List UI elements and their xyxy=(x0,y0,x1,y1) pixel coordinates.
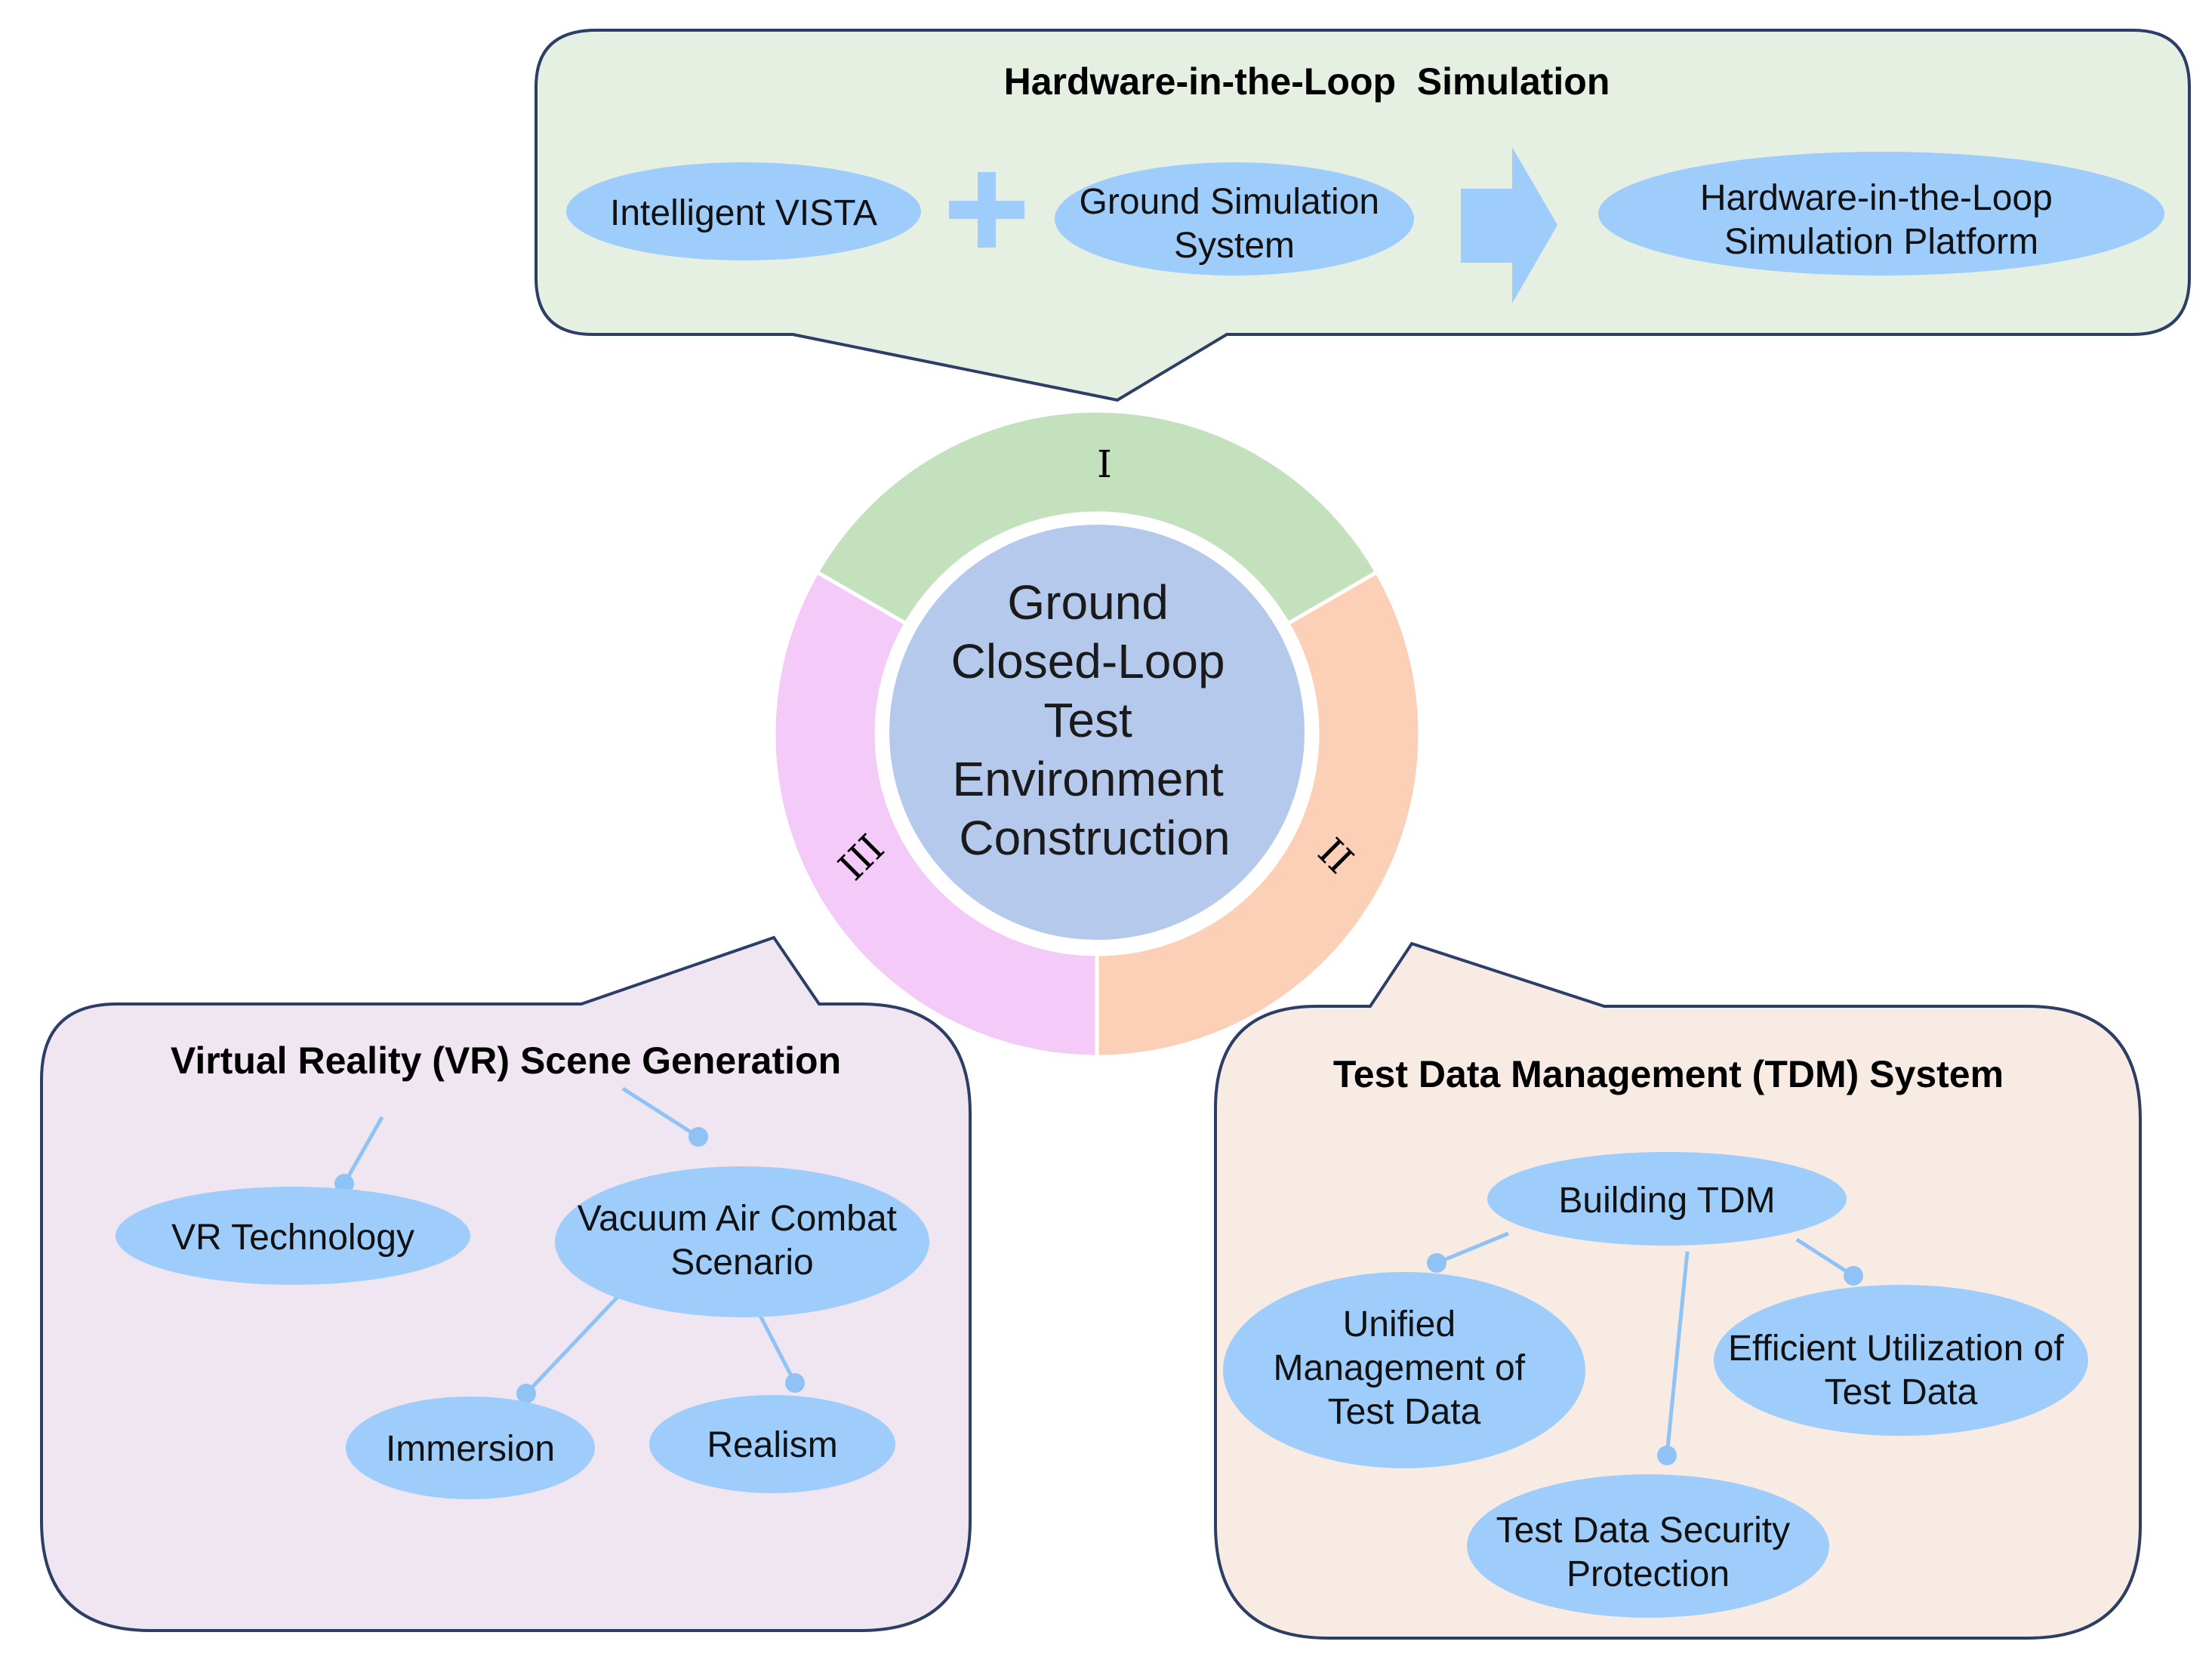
tdm-node-efficient-label: Efficient Utilization of Test Data xyxy=(1728,1329,2074,1412)
tdm-node-unified-line-2: Management of xyxy=(1274,1348,1526,1388)
connector-dot xyxy=(1844,1266,1863,1286)
connector-scenario-realism xyxy=(757,1313,797,1384)
tdm-node-unified-label: Unified Management of Test Data xyxy=(1274,1304,1536,1432)
connector-dot xyxy=(1427,1253,1446,1273)
tdm-node-efficient xyxy=(1714,1285,2088,1436)
hil-node-platform-line-2: Simulation Platform xyxy=(1724,222,2038,262)
vr-node-technology-label: VR Technology xyxy=(171,1218,414,1258)
ring-segment-2 xyxy=(1095,569,1422,1059)
tdm-node-building-label: Building TDM xyxy=(1558,1181,1775,1221)
connector-dot xyxy=(785,1373,805,1393)
hil-node-ground-simulation-line-1: Ground Simulation xyxy=(1080,182,1380,222)
right-arrow-icon xyxy=(1461,147,1557,303)
vr-node-realism xyxy=(649,1395,895,1493)
hil-panel: Hardware-in-the-Loop Simulation Intellig… xyxy=(535,29,2191,402)
vr-node-realism-label: Realism xyxy=(707,1425,837,1465)
vr-node-immersion-label: Immersion xyxy=(386,1429,555,1469)
plus-icon xyxy=(949,172,1024,248)
tdm-connectors xyxy=(1427,1231,1863,1465)
connector-building-unified xyxy=(1436,1231,1509,1265)
connector-building-security xyxy=(1665,1251,1690,1456)
center-label: Ground Closed-Loop Test Environment Cons… xyxy=(951,575,1239,865)
hil-node-intelligent-vista xyxy=(566,162,921,260)
vr-title: Virtual Reality (VR) Scene Generation xyxy=(171,1039,841,1082)
connector-dot xyxy=(689,1127,708,1147)
center-line-1: Ground xyxy=(1007,575,1168,630)
ring-label-1: I xyxy=(1097,442,1112,486)
hil-node-platform xyxy=(1598,152,2164,276)
hil-node-platform-line-1: Hardware-in-the-Loop xyxy=(1700,178,2053,218)
vr-panel: Virtual Reality (VR) Scene Generation VR… xyxy=(40,935,972,1632)
connector-building-efficient xyxy=(1795,1237,1855,1278)
tdm-node-efficient-line-1: Efficient Utilization of xyxy=(1728,1329,2064,1369)
center-line-2: Closed-Loop xyxy=(951,634,1225,688)
vr-node-scenario-line-2: Scenario xyxy=(670,1243,813,1283)
ring-segment-1 xyxy=(814,408,1380,627)
vr-node-scenario xyxy=(555,1166,929,1317)
hil-node-ground-simulation xyxy=(1055,162,1414,276)
tdm-title: Test Data Management (TDM) System xyxy=(1333,1053,2004,1095)
tdm-node-efficient-line-2: Test Data xyxy=(1825,1372,1978,1412)
tdm-node-security-line-1: Test Data Security xyxy=(1496,1511,1790,1551)
connector-scenario-immersion xyxy=(525,1294,621,1395)
tdm-node-unified-line-1: Unified xyxy=(1343,1304,1456,1344)
vr-node-technology xyxy=(116,1187,470,1285)
tdm-panel: Test Data Management (TDM) System Buildi… xyxy=(1214,941,2142,1640)
hil-node-ground-simulation-line-2: System xyxy=(1174,226,1295,266)
hil-title: Hardware-in-the-Loop Simulation xyxy=(1004,60,1610,103)
center-line-4: Environment xyxy=(952,752,1224,806)
hil-node-platform-label: Hardware-in-the-Loop Simulation Platform xyxy=(1700,178,2063,262)
connector-title-scenario xyxy=(621,1086,700,1139)
ring-segment-3 xyxy=(772,569,1099,1059)
tdm-node-unified-line-3: Test Data xyxy=(1328,1392,1481,1432)
tdm-node-security-line-2: Protection xyxy=(1567,1554,1730,1594)
center-line-5: Construction xyxy=(959,811,1230,865)
connector-dot xyxy=(1657,1446,1677,1465)
center-circle xyxy=(882,517,1312,947)
vr-node-scenario-label: Vacuum Air Combat Scenario xyxy=(578,1199,907,1283)
tdm-node-building xyxy=(1487,1152,1847,1246)
tdm-node-unified xyxy=(1223,1272,1585,1468)
vr-node-immersion xyxy=(346,1397,595,1499)
connector-title-technology xyxy=(342,1116,384,1185)
hil-node-intelligent-vista-label: Intelligent VISTA xyxy=(610,193,877,233)
tdm-node-security xyxy=(1467,1474,1829,1618)
hil-node-ground-simulation-label: Ground Simulation System xyxy=(1080,182,1390,266)
center-line-3: Test xyxy=(1043,693,1132,747)
vr-node-scenario-line-1: Vacuum Air Combat xyxy=(578,1199,897,1239)
center-ring: Ground Closed-Loop Test Environment Cons… xyxy=(772,408,1422,1059)
connector-dot xyxy=(516,1384,536,1403)
tdm-node-security-label: Test Data Security Protection xyxy=(1496,1511,1801,1594)
